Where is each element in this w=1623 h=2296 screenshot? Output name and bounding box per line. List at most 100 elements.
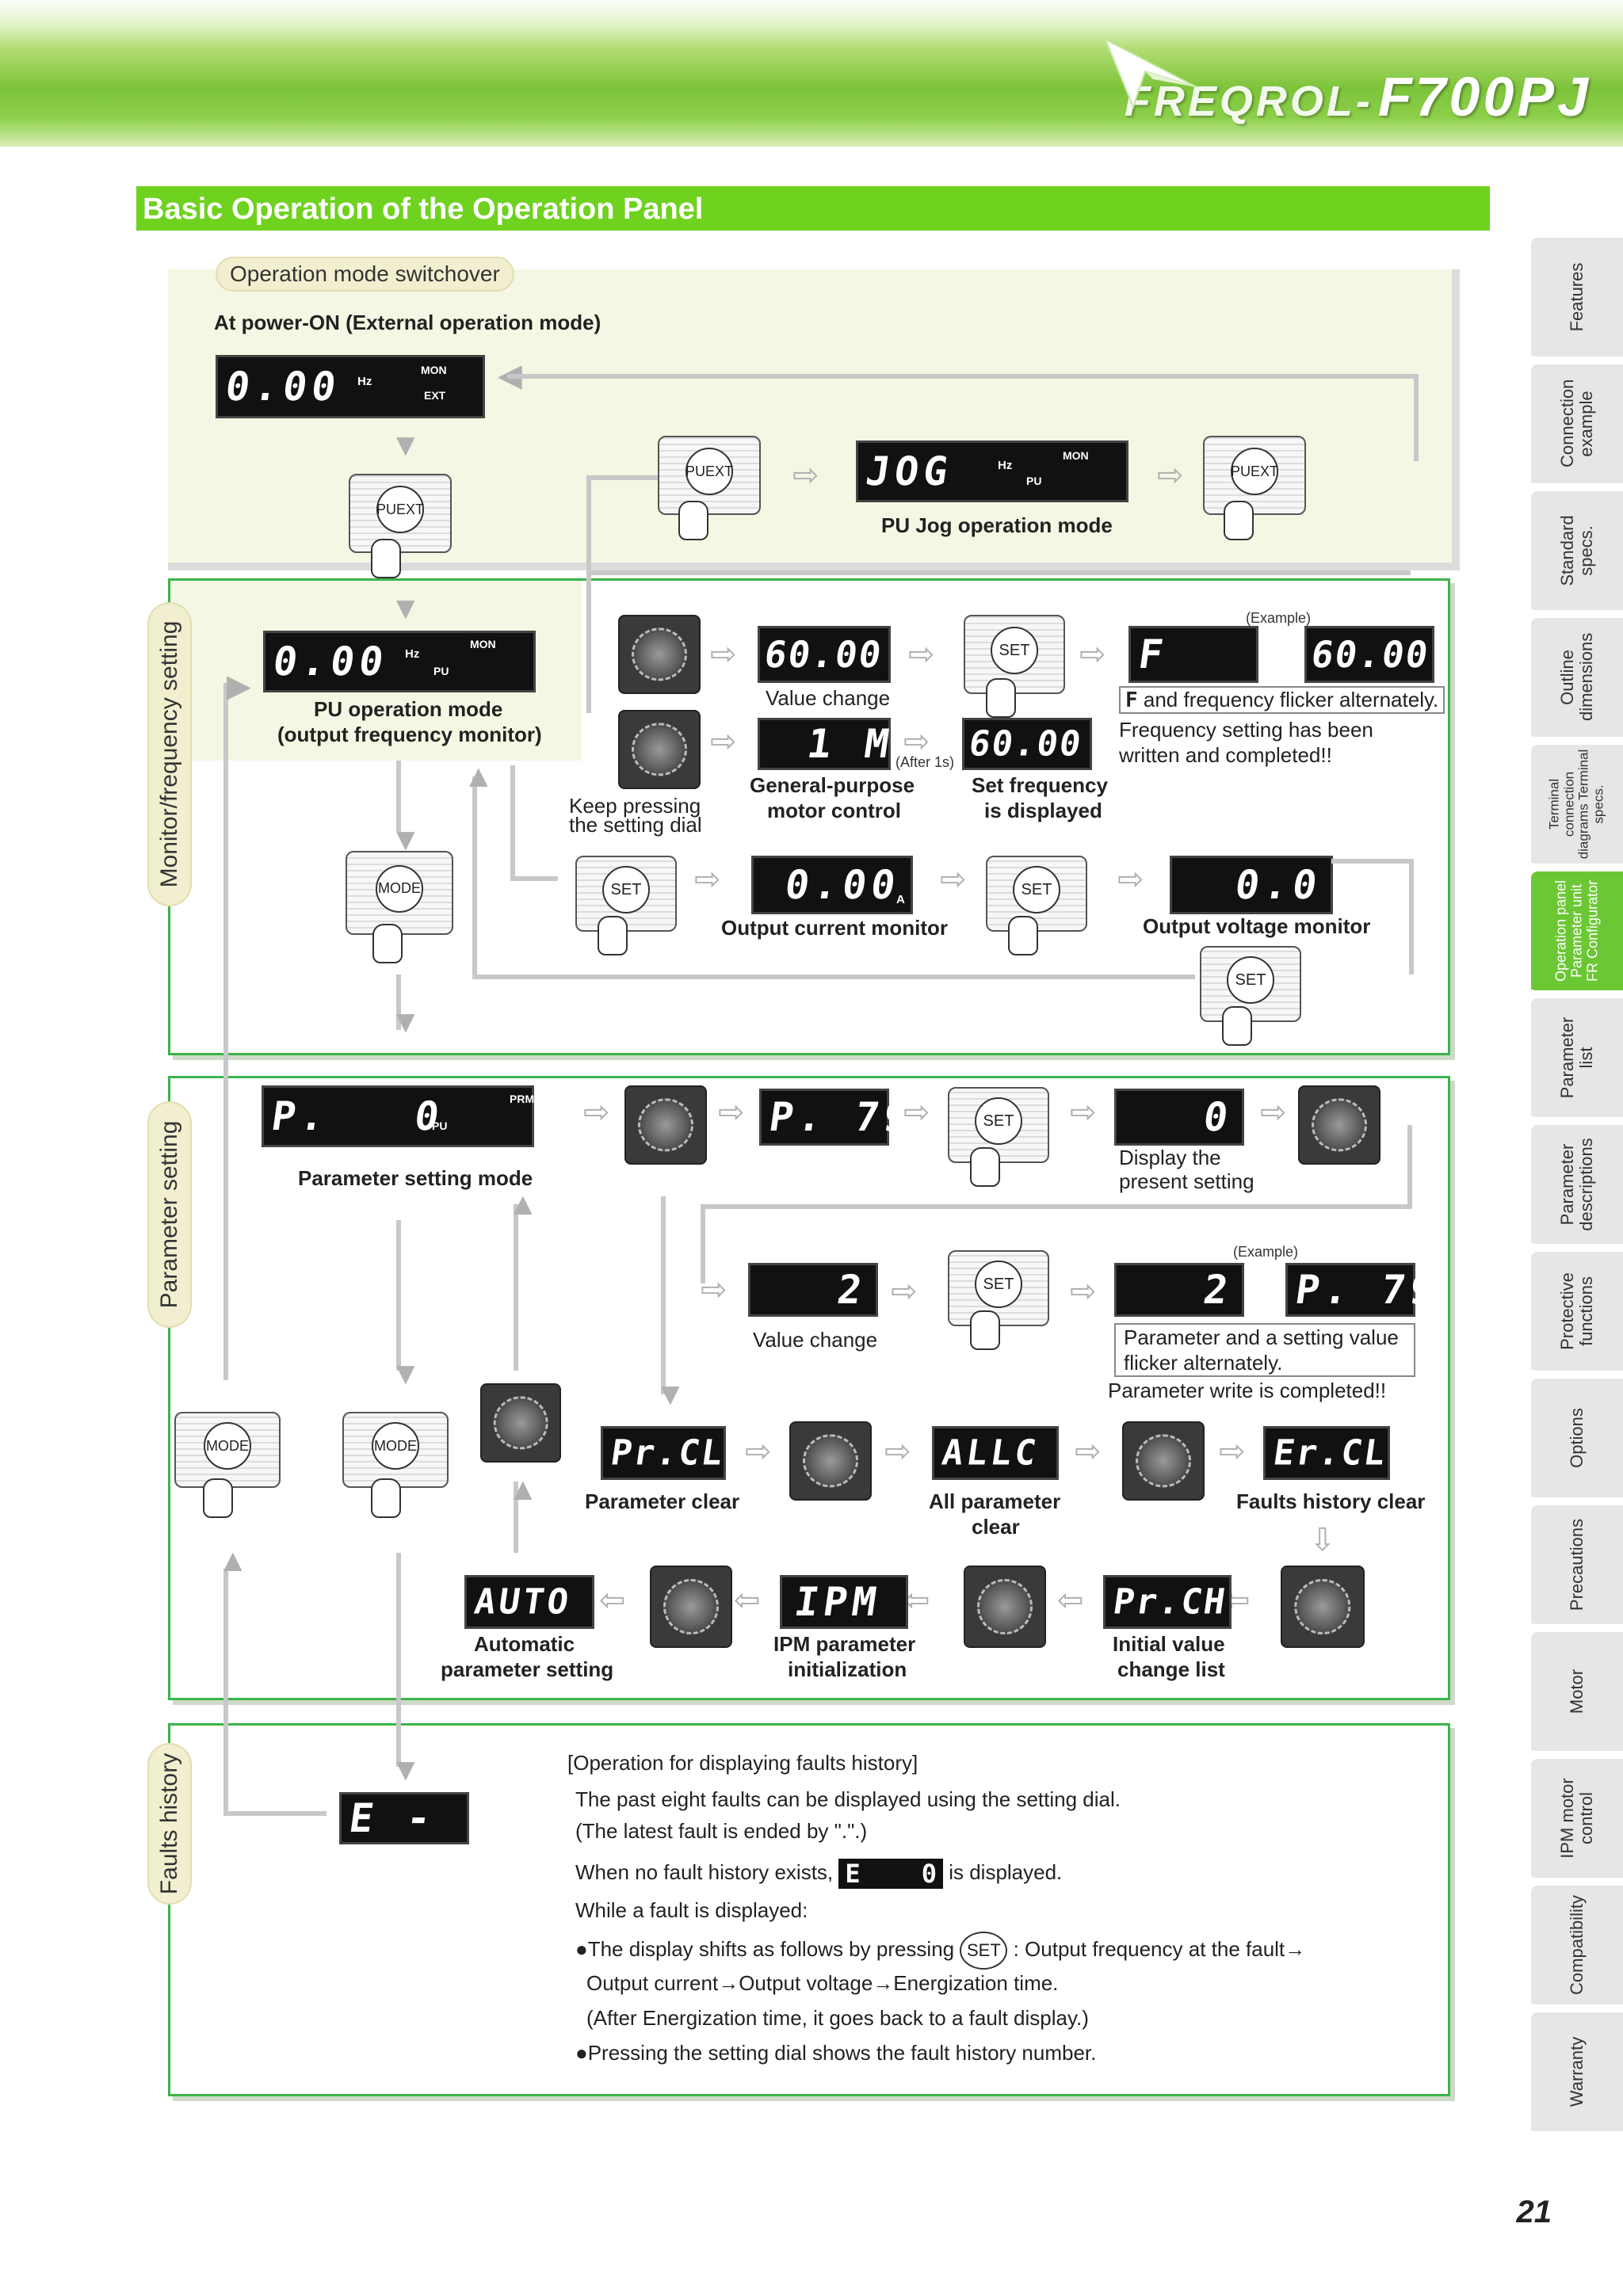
- tab-standard-specs[interactable]: Standard specs.: [1531, 491, 1623, 615]
- gp-label-2: motor control: [767, 799, 901, 822]
- fault-history-instructions: [Operation for displaying faults history…: [567, 1751, 1439, 2084]
- fault-line-1: The past eight faults can be displayed u…: [575, 1787, 1121, 1811]
- auto-param-1: Automatic: [474, 1632, 575, 1656]
- display-value-change: 60.00: [758, 626, 891, 683]
- sf-label-2: is displayed: [984, 799, 1102, 822]
- setting-dial-9[interactable]: [964, 1566, 1046, 1648]
- tab-operation-panel[interactable]: Operation panel Parameter unit FR Config…: [1531, 871, 1623, 995]
- display-set-frequency: 60.00: [962, 718, 1092, 770]
- tab-motor[interactable]: Motor: [1531, 1632, 1623, 1756]
- parameter-setting-pill: Parameter setting: [147, 1101, 192, 1328]
- written-note-2: written and completed!!: [1119, 743, 1332, 767]
- tab-precautions[interactable]: Precautions: [1531, 1505, 1623, 1629]
- display-fault-e: E - - -: [339, 1792, 553, 1844]
- tab-connection-example[interactable]: Connection example: [1531, 364, 1623, 488]
- display-value-two: 2: [748, 1263, 878, 1317]
- display-pu-mode: 0.00 Hz MON PU: [263, 631, 536, 692]
- setting-dial-8[interactable]: [1281, 1566, 1365, 1648]
- display-prcl: Pr.CL: [601, 1426, 727, 1480]
- display-1m: 1 M: [758, 718, 896, 770]
- set-key-1[interactable]: SET: [964, 615, 1065, 694]
- hand-press-icon: [678, 501, 708, 540]
- fault-line-8: ●Pressing the setting dial shows the fau…: [575, 2041, 1097, 2065]
- fault-line-3: When no fault history exists, E 0 is dis…: [575, 1859, 1063, 1889]
- tab-parameter-list[interactable]: Parameter list: [1531, 998, 1623, 1122]
- setting-dial-2[interactable]: [618, 710, 701, 789]
- setting-dial-6[interactable]: [789, 1421, 872, 1501]
- display-ipm: IPM: [780, 1575, 908, 1629]
- parameter-setting-panel: [168, 1076, 1450, 1700]
- display-p0: P. 0 PRM PU: [262, 1085, 534, 1147]
- hand-press-icon: [1224, 501, 1254, 540]
- hand-press-icon: [371, 539, 401, 578]
- page-header: FREQROL-F700PJ: [0, 0, 1623, 147]
- display-jog: JOG Hz MON PU: [856, 441, 1128, 502]
- mode-key-1[interactable]: MODE: [346, 851, 453, 935]
- fault-line-7: (After Energization time, it goes back t…: [586, 2006, 1089, 2030]
- output-voltage-label: Output voltage monitor: [1143, 914, 1371, 938]
- faults-history-pill: Faults history: [147, 1743, 192, 1905]
- set-key-5[interactable]: SET: [948, 1087, 1049, 1163]
- setting-dial-4[interactable]: [1298, 1085, 1381, 1165]
- tab-options[interactable]: Options: [1531, 1379, 1623, 1502]
- display-present-zero: 0: [1114, 1089, 1244, 1146]
- tab-ipm-motor-control[interactable]: IPM motor control: [1531, 1759, 1623, 1882]
- set-key-2[interactable]: SET: [575, 856, 677, 932]
- set-key-4[interactable]: SET: [1200, 946, 1301, 1022]
- display-power-on: 0.00 Hz MON EXT: [216, 355, 485, 418]
- page-number: 21: [1516, 2195, 1552, 2229]
- hand-press-icon: [970, 1147, 1000, 1187]
- after-1s-label: (After 1s): [896, 754, 955, 770]
- fault-line-6: Output current→Output voltage→Energizati…: [586, 1971, 1059, 1995]
- ipm-param-2: initialization: [788, 1657, 907, 1681]
- section-title: Basic Operation of the Operation Panel: [136, 186, 1490, 231]
- setting-dial-5[interactable]: [480, 1383, 561, 1463]
- fault-line-4: While a fault is displayed:: [575, 1898, 808, 1922]
- hand-press-icon: [598, 916, 628, 955]
- hand-press-icon: [970, 1310, 1000, 1350]
- display-value-two-b: 2: [1114, 1263, 1244, 1317]
- fault-line-5: ●The display shifts as follows by pressi…: [575, 1932, 1305, 1970]
- set-key-6[interactable]: SET: [948, 1250, 1049, 1326]
- written-note-1: Frequency setting has been: [1119, 718, 1373, 742]
- pu-mode-label-2: (output frequency monitor): [277, 723, 542, 746]
- hand-press-icon: [371, 1478, 401, 1518]
- tab-warranty[interactable]: Warranty: [1531, 2012, 1623, 2136]
- setting-dial-3[interactable]: [624, 1085, 707, 1165]
- power-on-label: At power-ON (External operation mode): [214, 311, 601, 334]
- output-current-label: Output current monitor: [721, 916, 948, 940]
- display-allc: ALLC: [932, 1426, 1059, 1480]
- initial-value-2: change list: [1117, 1657, 1225, 1681]
- param-value-change-label: Value change: [753, 1328, 878, 1352]
- setting-dial-7[interactable]: [1122, 1421, 1205, 1501]
- faults-history-panel: [168, 1723, 1450, 2096]
- initial-value-1: Initial value: [1113, 1632, 1225, 1656]
- tab-compatibility[interactable]: Compatibility: [1531, 1886, 1623, 2009]
- operation-mode-pill: Operation mode switchover: [216, 257, 514, 292]
- hand-press-icon: [986, 678, 1016, 718]
- flicker-note: F and frequency flicker alternately.: [1119, 686, 1445, 714]
- sf-label-1: Set frequency: [972, 773, 1108, 797]
- set-key-3[interactable]: SET: [986, 856, 1087, 932]
- param-write-completed: Parameter write is completed!!: [1108, 1379, 1387, 1402]
- mode-key-3[interactable]: MODE: [342, 1412, 449, 1488]
- display-f-value: 60.00: [1304, 626, 1434, 683]
- tab-parameter-descriptions[interactable]: Parameter descriptions: [1531, 1125, 1623, 1249]
- tab-terminal[interactable]: Terminal connection diagrams Terminal sp…: [1531, 745, 1623, 868]
- display-auto: AUTO: [464, 1575, 594, 1629]
- tab-outline-dimensions[interactable]: Outline dimensions: [1531, 618, 1623, 742]
- set-key-icon: SET: [960, 1932, 1008, 1970]
- setting-dial-1[interactable]: [618, 615, 701, 694]
- tab-protective-functions[interactable]: Protective functions: [1531, 1252, 1623, 1375]
- example-label: (Example): [1246, 610, 1312, 626]
- setting-dial-10[interactable]: [650, 1566, 732, 1648]
- tab-features[interactable]: Features: [1531, 238, 1623, 361]
- mode-key-2[interactable]: MODE: [174, 1412, 281, 1488]
- display-fault-e0: E 0: [838, 1859, 943, 1889]
- present-setting-2: present setting: [1119, 1169, 1254, 1193]
- gp-label-1: General-purpose: [750, 773, 915, 797]
